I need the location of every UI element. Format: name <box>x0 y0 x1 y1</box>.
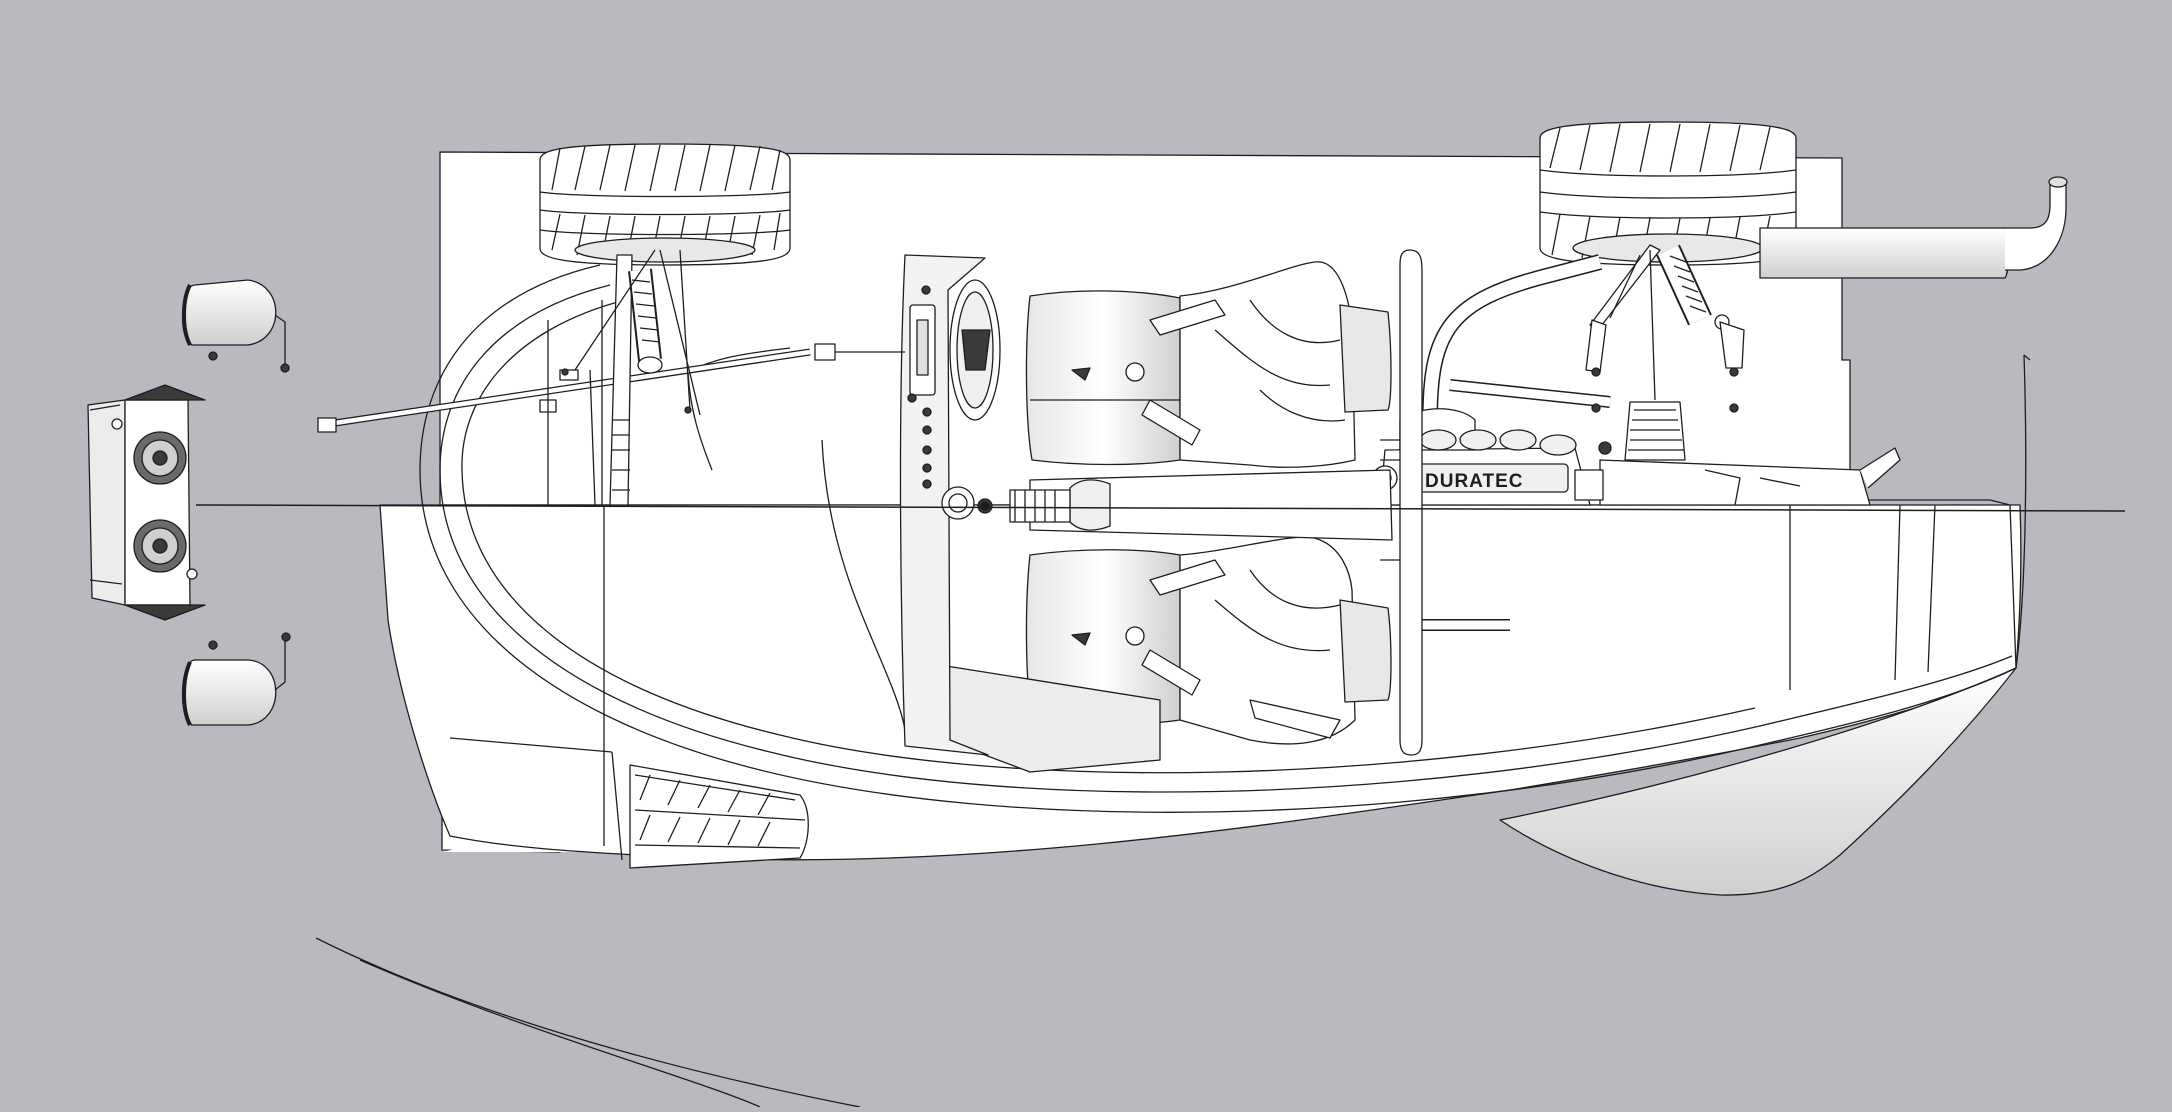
front-right-tire <box>629 764 809 869</box>
radiator-with-twin-fans <box>87 384 206 621</box>
side-pod <box>1499 667 2017 896</box>
centre-tunnel <box>1029 469 1393 541</box>
headlight-left <box>181 279 290 373</box>
roll-hoop <box>1380 249 1423 756</box>
front-left-tire <box>539 143 791 266</box>
front-coilover-shock <box>539 249 701 506</box>
ground-curve-line-2 <box>359 959 761 1108</box>
seat-upper <box>1025 261 1392 468</box>
steering-column <box>317 343 905 433</box>
gearbox <box>1599 401 1901 506</box>
seat-lower <box>939 536 1392 773</box>
section-edge <box>547 300 603 505</box>
engine-brand-label: DURATEC <box>1425 471 1523 492</box>
exhaust-pipe <box>1759 176 2068 279</box>
rear-left-tire <box>1539 121 1797 266</box>
rear-frame-tubes <box>1420 254 1611 631</box>
rear-coilover-shock <box>1585 244 1745 413</box>
headlight-right <box>181 632 291 726</box>
section-plane-line <box>195 504 2126 512</box>
ground-curve-line <box>315 937 861 1108</box>
